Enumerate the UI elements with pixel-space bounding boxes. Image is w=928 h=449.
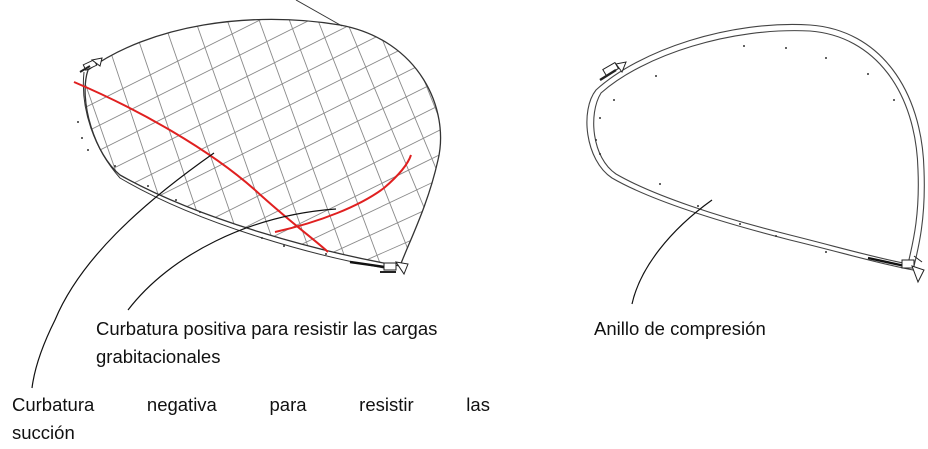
membrane-outline (84, 18, 442, 267)
label-word: las (466, 394, 490, 415)
label-compression-ring: Anillo de compresión (594, 318, 766, 339)
label-positive-curvature-line2: grabitacionales (96, 346, 221, 367)
label-positive-curvature-line1: Curbatura positiva para resistir las car… (96, 318, 438, 339)
membrane-figure (73, 0, 442, 276)
edge-cable (82, 71, 397, 271)
ground-dots (77, 121, 327, 255)
anchor-bottom-right (380, 261, 409, 276)
negative-curvature-line (73, 81, 329, 253)
ring-outer (586, 23, 925, 271)
ring-anchor-top-left (599, 61, 627, 82)
leader-negative (31, 152, 215, 389)
ring-anchor-bottom-right (901, 255, 925, 284)
label-word: negativa (146, 394, 217, 415)
label-word: para (269, 394, 307, 415)
ring-inner (593, 30, 919, 265)
positive-curvature-line (274, 154, 412, 233)
label-word: resistir (359, 394, 414, 415)
label-negative-curvature-line1: Curbatura negativa para resistir las (12, 394, 490, 416)
ring-figure (586, 23, 925, 284)
leader-positive (127, 208, 337, 311)
label-negative-curvature-line2: succión (12, 422, 75, 443)
mesh-grid (85, 19, 441, 266)
label-word: Curbatura (12, 394, 95, 415)
leader-ring (631, 199, 713, 305)
ring-dots (595, 45, 895, 253)
mast-line (295, 0, 343, 27)
anchor-top-left (79, 57, 103, 73)
